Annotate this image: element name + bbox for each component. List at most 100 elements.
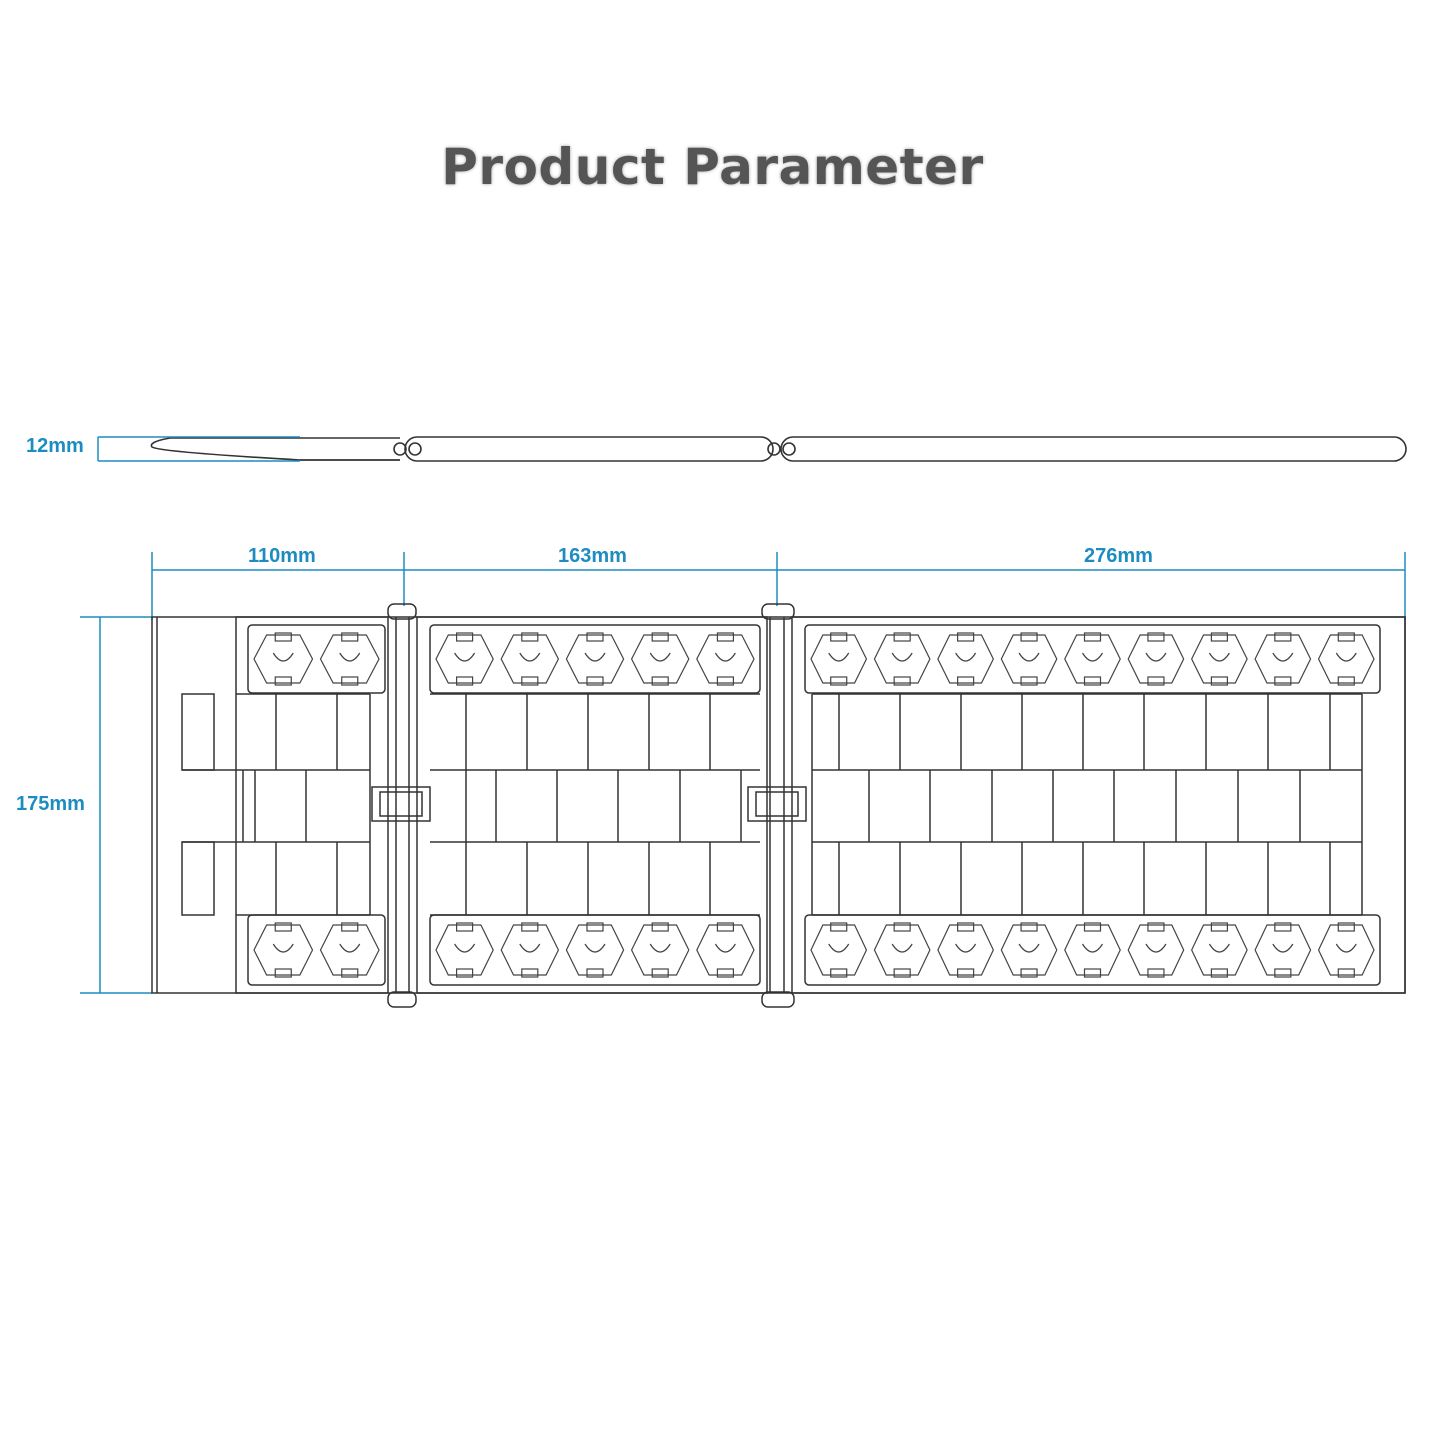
- tread-stud: [957, 922, 975, 932]
- tread-stud: [893, 968, 911, 978]
- tread-stud: [274, 676, 292, 686]
- tread-stud: [456, 632, 474, 642]
- tread-loop: [1000, 634, 1058, 684]
- tread-loop: [1127, 634, 1185, 684]
- tread-curve: [584, 943, 606, 953]
- tread-stud: [1274, 676, 1292, 686]
- tread-stud: [521, 968, 539, 978]
- tread-curve: [519, 943, 541, 953]
- tread-stud: [830, 968, 848, 978]
- tread-stud: [1083, 922, 1102, 932]
- tread-stud: [830, 676, 848, 686]
- tread-loop: [435, 634, 494, 684]
- tread-stud: [830, 922, 848, 932]
- tread-loop: [319, 634, 380, 684]
- tread-stud: [274, 632, 292, 642]
- thickness-label: 12mm: [26, 435, 84, 457]
- tread-stud: [1337, 922, 1355, 932]
- tread-loop: [937, 924, 994, 976]
- tread-stud: [521, 632, 539, 642]
- tread-curve: [519, 652, 541, 662]
- tread-loop: [500, 634, 560, 684]
- tread-curve: [891, 652, 913, 662]
- tread-loop: [937, 634, 995, 684]
- page-title: Product Parameter: [441, 138, 984, 196]
- tread-loop: [1064, 924, 1121, 976]
- height-label: 175mm: [16, 793, 85, 815]
- tread-stud: [1337, 676, 1355, 686]
- tread-curve: [1081, 943, 1104, 953]
- tread-stud: [586, 968, 604, 978]
- tread-stud: [651, 922, 669, 932]
- tread-curve: [1272, 652, 1294, 662]
- tread-stud: [586, 632, 604, 642]
- tread-stud: [1274, 922, 1292, 932]
- tread-stud: [716, 968, 735, 978]
- tread-curve: [454, 943, 476, 953]
- tread-stud: [274, 922, 292, 932]
- tread-stud: [1210, 676, 1228, 686]
- side-view: [150, 436, 1407, 462]
- tread-curve: [584, 652, 606, 662]
- tread-loop: [696, 634, 755, 684]
- tread-stud: [1210, 922, 1228, 932]
- width-dimensions: [151, 552, 1406, 620]
- tread-stud: [341, 676, 359, 686]
- tread-loop: [873, 924, 931, 976]
- tread-stud: [1147, 968, 1165, 978]
- tread-loop: [253, 924, 314, 976]
- tread-loop: [500, 924, 560, 976]
- tread-stud: [1147, 676, 1165, 686]
- tread-curve: [1208, 652, 1230, 662]
- tread-stud: [716, 632, 735, 642]
- tread-stud: [1274, 632, 1292, 642]
- tread-stud: [651, 676, 669, 686]
- tread-stud: [1147, 922, 1165, 932]
- tread-curve: [649, 652, 671, 662]
- tread-curve: [649, 943, 671, 953]
- height-dimension: [80, 616, 152, 994]
- tread-stud: [1020, 632, 1038, 642]
- tread-curve: [272, 943, 294, 953]
- tread-stud: [341, 968, 359, 978]
- tread-stud: [716, 922, 735, 932]
- tread-curve: [828, 652, 850, 662]
- tread-loop: [810, 924, 868, 976]
- tread-loop: [873, 634, 931, 684]
- tread-pattern: [253, 632, 1375, 978]
- tread-stud: [893, 922, 911, 932]
- tread-curve: [891, 943, 913, 953]
- tread-loop: [565, 634, 625, 684]
- tread-loop: [1064, 634, 1121, 684]
- tread-stud: [586, 922, 604, 932]
- tread-curve: [1335, 943, 1357, 953]
- tread-loop: [696, 924, 755, 976]
- tread-stud: [1210, 968, 1228, 978]
- tread-curve: [339, 943, 361, 953]
- tread-loop: [1191, 924, 1248, 976]
- tread-stud: [1147, 632, 1165, 642]
- tread-loop: [1127, 924, 1185, 976]
- tread-curve: [1145, 652, 1167, 662]
- tread-stud: [957, 968, 975, 978]
- tread-stud: [1274, 968, 1292, 978]
- tread-loop: [630, 634, 690, 684]
- tread-loop: [1254, 924, 1312, 976]
- tread-stud: [1020, 968, 1038, 978]
- tread-loop: [1191, 634, 1248, 684]
- tread-stud: [456, 922, 474, 932]
- tread-stud: [456, 968, 474, 978]
- thickness-dimension: [97, 436, 300, 462]
- tread-stud: [1337, 632, 1355, 642]
- tread-stud: [341, 922, 359, 932]
- tread-curve: [454, 652, 476, 662]
- tread-stud: [1020, 676, 1038, 686]
- tread-curve: [1145, 943, 1167, 953]
- tread-stud: [1083, 968, 1102, 978]
- tread-stud: [1210, 632, 1228, 642]
- tread-stud: [456, 676, 474, 686]
- tread-curve: [1272, 943, 1294, 953]
- tread-loop: [1317, 634, 1375, 684]
- tread-loop: [1317, 924, 1375, 976]
